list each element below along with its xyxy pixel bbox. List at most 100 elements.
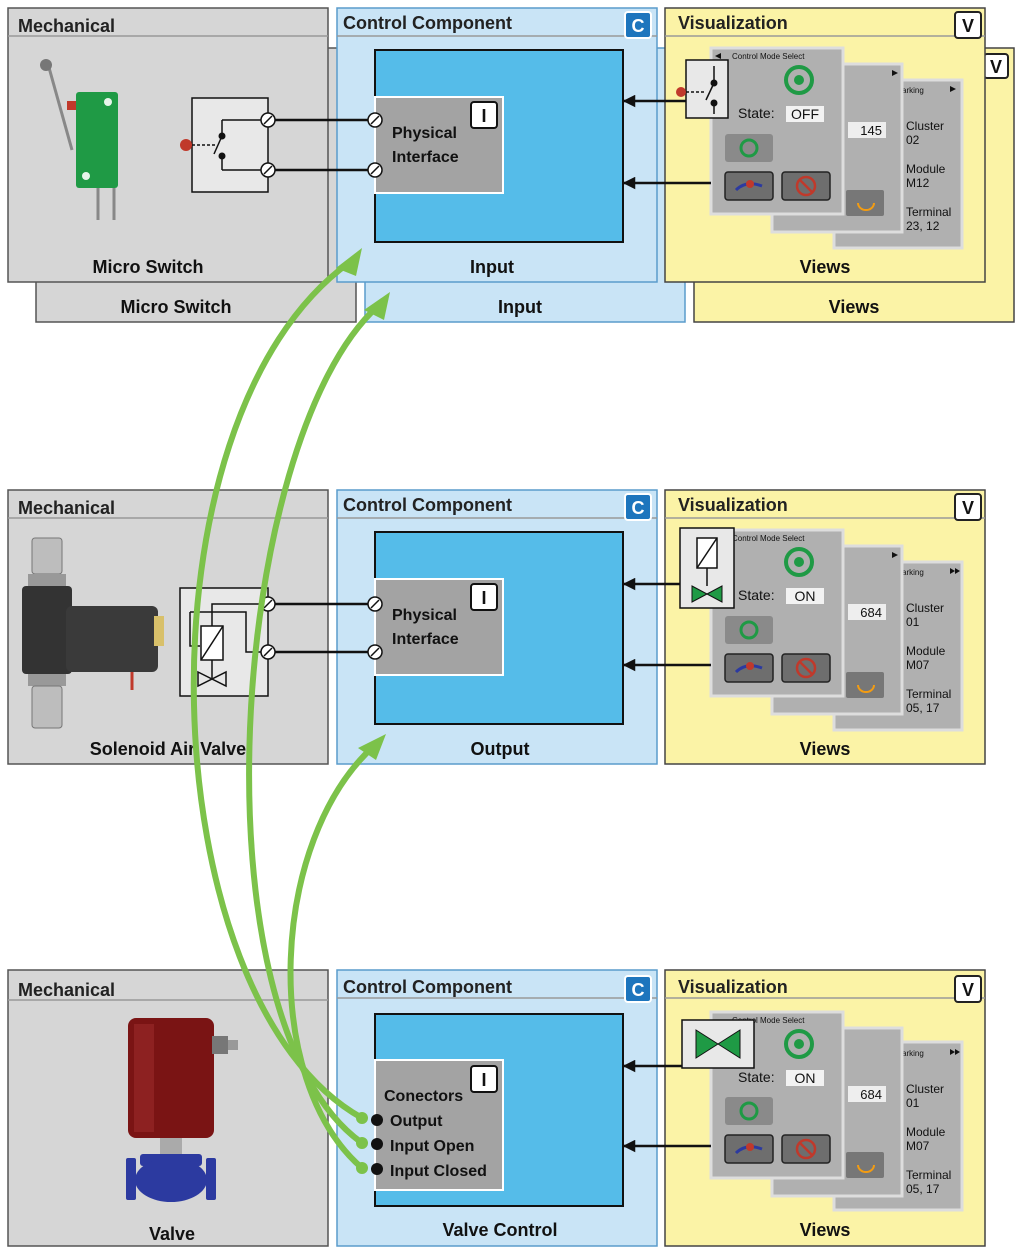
connector-input-open: Input Open	[390, 1138, 474, 1155]
state-value: ON	[795, 1070, 816, 1086]
svg-text:M12: M12	[906, 176, 930, 190]
svg-text:Terminal: Terminal	[906, 205, 951, 219]
svg-text:M07: M07	[906, 658, 930, 672]
visualization-title: Visualization	[678, 13, 788, 33]
svg-text:Terminal: Terminal	[906, 687, 951, 701]
visualization-badge: V	[962, 16, 974, 36]
visualization-badge: V	[962, 980, 974, 1000]
connector-input-closed: Input Closed	[390, 1163, 487, 1180]
svg-text:05, 17: 05, 17	[906, 1182, 940, 1196]
state-label: State:	[738, 1069, 775, 1085]
row-valve: Mechanical Valve Control Component C	[7, 969, 986, 1247]
auto-button[interactable]	[725, 1097, 773, 1125]
mechanical-label: Valve	[149, 1224, 195, 1244]
connector-dot-output	[371, 1114, 383, 1126]
control-mode-title: Control Mode Select	[732, 52, 805, 61]
svg-text:arking: arking	[902, 1049, 924, 1058]
state-label: State:	[738, 105, 775, 121]
control-panel: Control Component C I Conectors Output I…	[336, 969, 658, 1247]
mechanical-panel: Mechanical Valve	[7, 969, 329, 1247]
visualization-title: Visualization	[678, 495, 788, 515]
interface-badge: I	[481, 106, 486, 126]
control-panel: Control Component C I Physical Interface…	[336, 7, 658, 283]
mechanical-title: Mechanical	[18, 498, 115, 518]
shadow-visualization-label: Views	[829, 297, 880, 317]
state-value: OFF	[791, 106, 819, 122]
svg-text:Module: Module	[906, 1125, 946, 1139]
arrow-output-to-input	[190, 259, 365, 1121]
valve-state-icon	[681, 1019, 755, 1069]
svg-text:Cluster: Cluster	[906, 1082, 944, 1096]
connectors-title: Conectors	[384, 1088, 463, 1105]
svg-text:M07: M07	[906, 1139, 930, 1153]
micro-switch-image	[40, 59, 118, 220]
svg-text:Control Mode Select: Control Mode Select	[732, 1016, 805, 1025]
value-readout: 684	[860, 1087, 882, 1102]
svg-text:05, 17: 05, 17	[906, 701, 940, 715]
arrow-input-closed-to-output	[287, 743, 377, 1171]
mechanical-label: Solenoid Air Valve	[90, 739, 246, 759]
svg-text:Cluster: Cluster	[906, 119, 944, 133]
svg-text:Module: Module	[906, 162, 946, 176]
wires	[260, 112, 383, 178]
auto-mode-icon	[784, 1029, 814, 1059]
svg-text:02: 02	[906, 133, 920, 147]
interface-badge: I	[481, 1070, 486, 1090]
mechanical-title: Mechanical	[18, 16, 115, 36]
connector-arrowheads	[336, 248, 390, 760]
switch-symbol	[180, 97, 269, 193]
mechanical-label: Micro Switch	[92, 257, 203, 277]
control-title: Control Component	[343, 495, 512, 515]
visualization-label: Views	[800, 257, 851, 277]
visualization-title: Visualization	[678, 977, 788, 997]
control-panel: Control Component C I Physical Interface…	[336, 489, 658, 765]
auto-button[interactable]	[725, 134, 773, 162]
mechanical-panel: Mechanical	[7, 7, 329, 283]
control-badge-letter: C	[632, 980, 645, 1000]
visualization-panel: Visualization V arking Cluster 01 Module…	[664, 969, 986, 1247]
connector-output: Output	[390, 1113, 443, 1130]
control-badge-letter: C	[632, 16, 645, 36]
svg-text:Terminal: Terminal	[906, 1168, 951, 1182]
mechanical-panel: Mechanical Solenoid Ai	[7, 489, 329, 765]
svg-text:Module: Module	[906, 644, 946, 658]
connector-dot-input-closed	[371, 1163, 383, 1175]
control-title: Control Component	[343, 977, 512, 997]
control-mode-card: Control Mode Select State: OFF	[709, 46, 845, 216]
control-badge-letter: C	[632, 498, 645, 518]
svg-text:arking: arking	[902, 568, 924, 577]
switch-state-icon	[676, 59, 729, 119]
value-readout: 145	[860, 123, 882, 138]
control-badge	[624, 11, 652, 39]
svg-text:01: 01	[906, 615, 920, 629]
row-micro-switch: Mechanical	[7, 7, 986, 283]
value-readout: 684	[860, 605, 882, 620]
control-label: Output	[471, 739, 530, 759]
marking-header: arking	[902, 86, 924, 95]
visualization-badge: V	[962, 498, 974, 518]
mechanical-title: Mechanical	[18, 980, 115, 1000]
wires	[260, 596, 383, 660]
control-title: Control Component	[343, 13, 512, 33]
auto-mode-icon	[784, 547, 814, 577]
visualization-label: Views	[800, 739, 851, 759]
connector-dot-input-open	[371, 1138, 383, 1150]
svg-text:23, 12: 23, 12	[906, 219, 940, 233]
solenoid-valve-image	[22, 537, 164, 729]
row-solenoid-valve: Mechanical Solenoid Ai	[7, 489, 986, 765]
state-value: ON	[795, 588, 816, 604]
svg-text:01: 01	[906, 1096, 920, 1110]
shadow-v-badge: V	[990, 57, 1002, 77]
interface-label-line1: Physical	[392, 125, 457, 142]
interface-label-line2: Interface	[392, 631, 459, 648]
svg-text:Control Mode Select: Control Mode Select	[732, 534, 805, 543]
svg-text:Cluster: Cluster	[906, 601, 944, 615]
interface-label-line1: Physical	[392, 607, 457, 624]
solenoid-state-icon	[679, 527, 735, 609]
valve-image	[126, 1018, 238, 1202]
visualization-panel: Visualization V arking Cluster 02 Module…	[664, 7, 986, 283]
state-label: State:	[738, 587, 775, 603]
auto-button[interactable]	[725, 616, 773, 644]
visualization-panel: Visualization V arking Cluster 01 Module…	[664, 489, 986, 765]
